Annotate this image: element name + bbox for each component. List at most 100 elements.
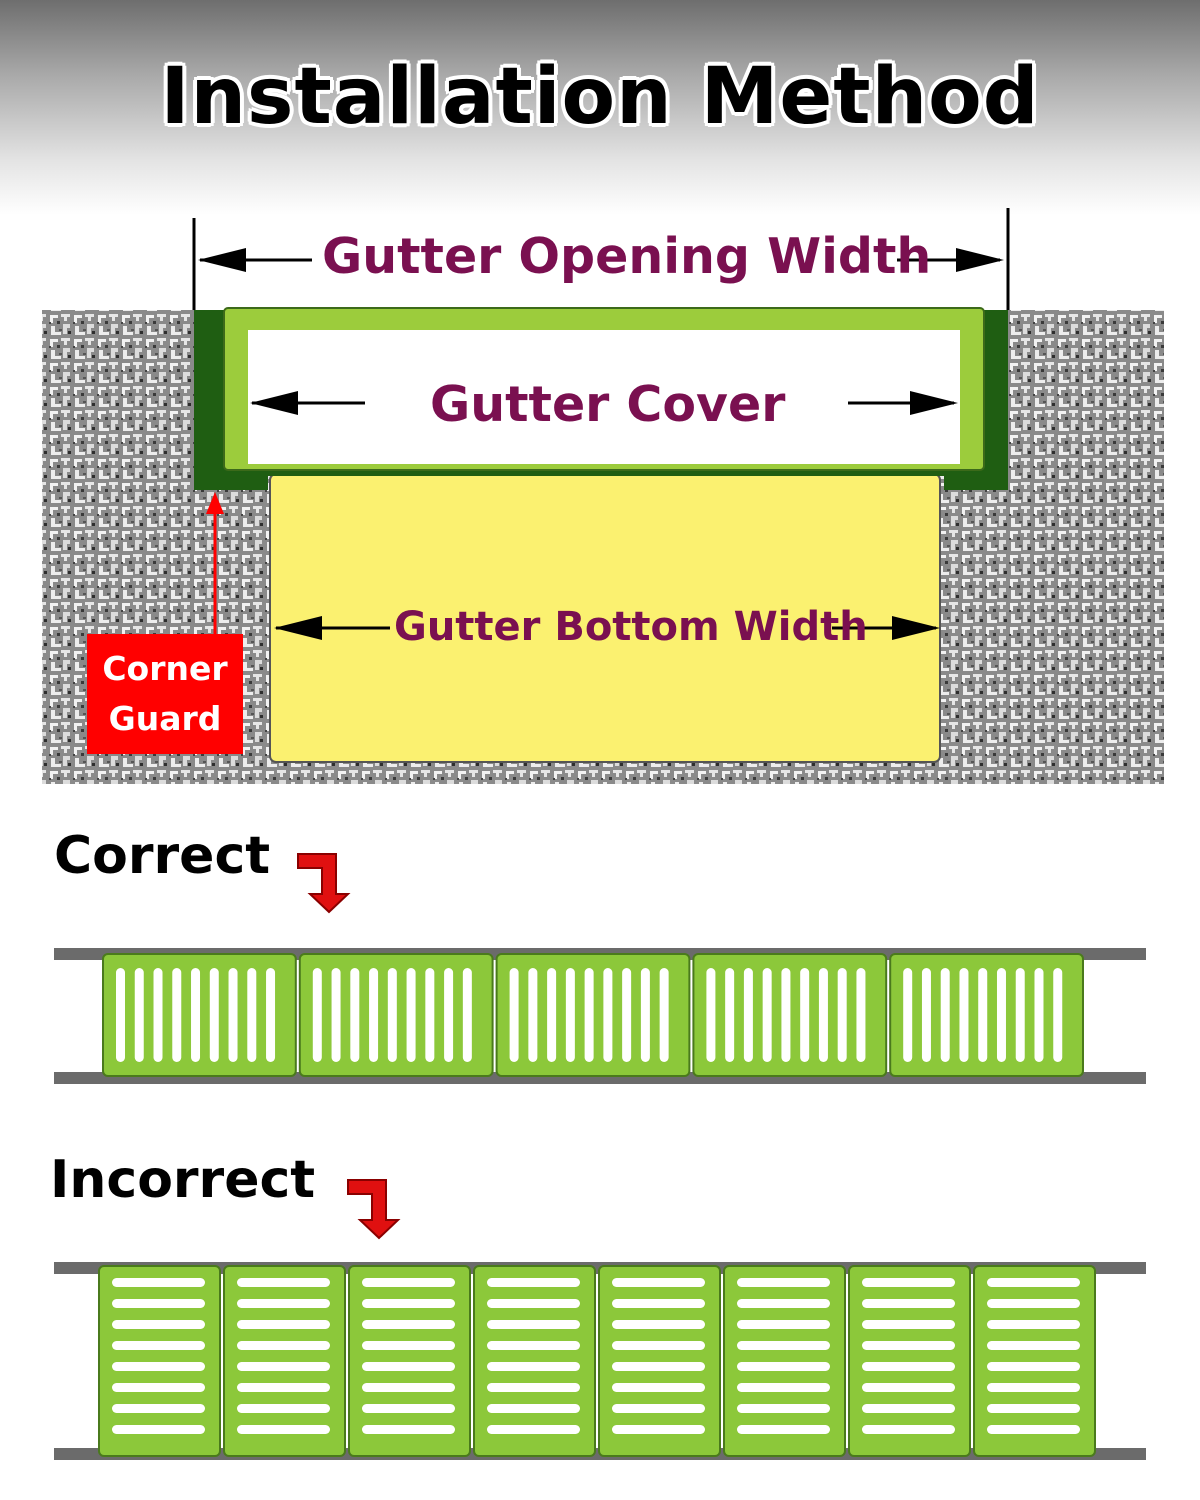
bottom-left-arrow <box>274 616 322 640</box>
correct-panel <box>495 953 691 1077</box>
slot <box>706 968 716 1062</box>
slot <box>209 968 219 1062</box>
slot <box>266 968 276 1062</box>
slot <box>237 1278 330 1287</box>
slot <box>737 1404 830 1413</box>
slot <box>247 968 257 1062</box>
slot <box>612 1299 705 1308</box>
corner-guard-line2: Guard <box>108 699 222 738</box>
slot <box>116 968 125 1062</box>
slot <box>362 1320 455 1329</box>
slot <box>406 968 416 1062</box>
slot <box>237 1404 330 1413</box>
corner-guard-line1: Corner <box>102 649 228 688</box>
slot <box>987 1383 1080 1392</box>
slot <box>362 1299 455 1308</box>
slot <box>112 1341 205 1350</box>
slot <box>862 1362 955 1371</box>
cover-label: Gutter Cover <box>430 376 786 433</box>
slot <box>487 1320 580 1329</box>
slot <box>622 968 632 1062</box>
incorrect-panel <box>723 1265 846 1457</box>
incorrect-panel <box>98 1265 221 1457</box>
slot <box>153 968 163 1062</box>
slot <box>487 1383 580 1392</box>
slot <box>462 968 472 1062</box>
slot <box>762 968 772 1062</box>
bottom-width-label: Gutter Bottom Width <box>394 604 868 650</box>
slot <box>362 1362 455 1371</box>
incorrect-red-arrow-icon <box>347 1179 401 1240</box>
slot <box>737 1299 830 1308</box>
incorrect-panel <box>223 1265 346 1457</box>
slot <box>237 1425 330 1434</box>
slot <box>444 968 454 1062</box>
slot <box>565 968 575 1062</box>
slot <box>612 1341 705 1350</box>
slot <box>612 1320 705 1329</box>
slot <box>528 968 538 1062</box>
slot <box>362 1278 455 1287</box>
opening-width-label: Gutter Opening Width <box>322 228 932 285</box>
slot <box>509 968 519 1062</box>
slot <box>387 968 397 1062</box>
slot <box>612 1362 705 1371</box>
slot <box>369 968 379 1062</box>
page-title: Installation Method <box>160 52 1040 142</box>
slot <box>725 968 735 1062</box>
slot <box>237 1299 330 1308</box>
slot <box>487 1425 580 1434</box>
slot <box>987 1278 1080 1287</box>
slot <box>425 968 435 1062</box>
slot <box>547 968 557 1062</box>
slot <box>743 968 753 1062</box>
correct-panel <box>692 953 888 1077</box>
incorrect-panel <box>848 1265 971 1457</box>
slot <box>228 968 238 1062</box>
slot <box>487 1341 580 1350</box>
slot <box>921 968 931 1062</box>
gutter-cover-inner <box>248 330 960 464</box>
slot <box>612 1278 705 1287</box>
incorrect-panel <box>473 1265 596 1457</box>
slot <box>862 1425 955 1434</box>
slot <box>1015 968 1025 1062</box>
slot <box>987 1425 1080 1434</box>
slot <box>112 1425 205 1434</box>
slot <box>987 1341 1080 1350</box>
correct-panel <box>889 953 1085 1077</box>
gutter-cross-section <box>42 208 1164 784</box>
slot <box>350 968 360 1062</box>
slot <box>487 1404 580 1413</box>
slot <box>1034 968 1044 1062</box>
slot <box>612 1425 705 1434</box>
slot <box>237 1383 330 1392</box>
incorrect-panel <box>598 1265 721 1457</box>
slot <box>987 1362 1080 1371</box>
slot <box>237 1320 330 1329</box>
cover-right-arrow <box>910 391 958 415</box>
slot <box>862 1278 955 1287</box>
slot <box>818 968 828 1062</box>
slot <box>737 1362 830 1371</box>
slot <box>862 1383 955 1392</box>
slot <box>862 1404 955 1413</box>
slot <box>737 1278 830 1287</box>
slot <box>940 968 950 1062</box>
slot <box>362 1425 455 1434</box>
incorrect-panel <box>973 1265 1096 1457</box>
slot <box>172 968 182 1062</box>
slot <box>487 1278 580 1287</box>
slot <box>862 1320 955 1329</box>
slot <box>800 968 810 1062</box>
slot <box>862 1299 955 1308</box>
slot <box>237 1362 330 1371</box>
slot <box>959 968 969 1062</box>
slot <box>112 1278 205 1287</box>
slot <box>362 1341 455 1350</box>
header-gradient <box>0 0 1200 215</box>
correct-label: Correct <box>54 826 271 886</box>
slot <box>978 968 988 1062</box>
slot <box>134 968 144 1062</box>
slot <box>362 1383 455 1392</box>
